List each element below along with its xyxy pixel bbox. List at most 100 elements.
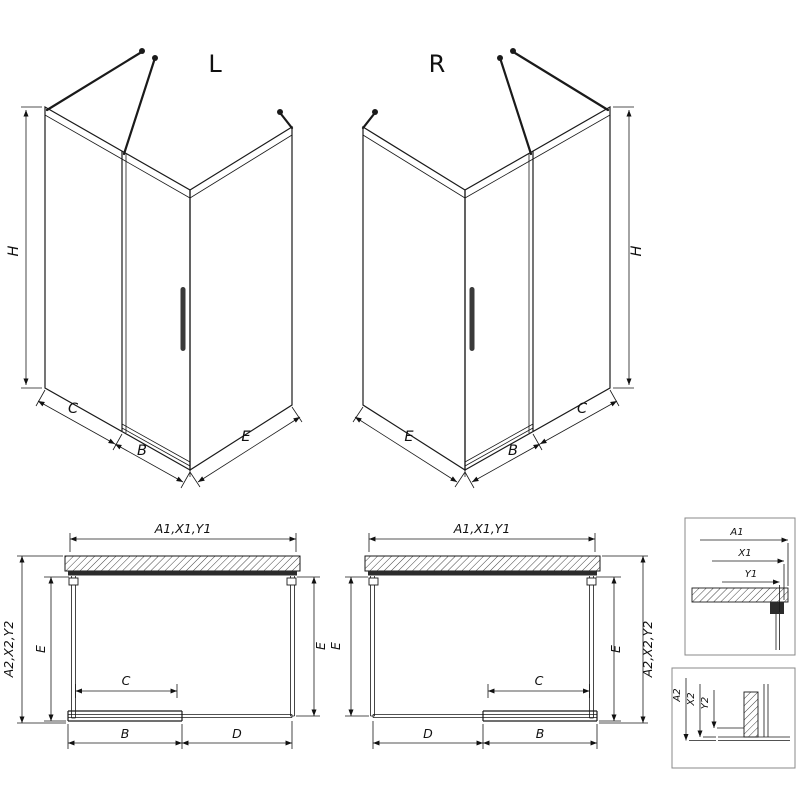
support-bar-right-2 <box>499 59 533 156</box>
dim-label-b: B <box>508 443 518 459</box>
corner-bracket-icon <box>68 577 79 586</box>
dim-label-c: C <box>122 673 131 688</box>
door-handle-left <box>180 287 186 351</box>
dim-label-a2x2y2: A2,X2,Y2 <box>640 621 655 679</box>
a2-extension-lines <box>17 555 66 724</box>
sliding-door-glass <box>68 714 182 718</box>
wall-fitting-icon <box>152 55 158 61</box>
profile-section <box>770 602 784 614</box>
top-profile-strip <box>368 571 597 576</box>
support-bar-left-2 <box>122 59 156 156</box>
a1-extension-lines <box>368 533 596 552</box>
top-profile-strip <box>68 571 297 576</box>
dim-label-e: E <box>404 429 414 445</box>
wall-fitting-icon <box>497 55 503 61</box>
front-panel-left <box>44 105 191 472</box>
dim-label-e-left: E <box>328 642 343 650</box>
wall-fitting-icon <box>277 109 283 115</box>
wall-section-hatched <box>64 555 301 572</box>
dim-label-e-right: E <box>313 642 328 650</box>
wall-fitting-icon <box>510 48 516 54</box>
e-right-extension-lines <box>596 576 621 722</box>
dim-label-b: B <box>121 726 130 741</box>
dim-label-y2: Y2 <box>700 697 711 709</box>
a1-extension-lines <box>69 533 297 552</box>
wall-fitting-icon <box>372 109 378 115</box>
door-bottom-rail-left <box>121 423 191 467</box>
e-left-extension-lines <box>44 576 69 722</box>
c-dimension-line <box>37 400 116 445</box>
iso-view-right: R H C B E <box>352 48 645 489</box>
fixed-front-panel <box>372 714 483 718</box>
dim-label-b: B <box>536 726 545 741</box>
dim-label-x1: X1 <box>737 548 751 559</box>
support-bracket-right <box>361 112 376 130</box>
dim-label-a1: A1 <box>729 527 743 538</box>
dim-label-x2: X2 <box>686 692 697 706</box>
detail-box-bottom: A2 X2 Y2 <box>671 667 796 769</box>
glass-section <box>718 736 790 741</box>
sliding-door-plan <box>67 710 183 722</box>
iso-view-left: L H C B E <box>6 48 303 489</box>
e-dimension-line <box>197 416 301 483</box>
support-bar-left-1 <box>45 51 142 112</box>
door-bottom-rail-right <box>464 423 534 467</box>
dim-label-h: H <box>6 245 22 256</box>
side-panel-left <box>189 125 293 472</box>
front-panel-right <box>464 105 611 472</box>
side-glass-left <box>71 576 76 719</box>
dim-label-d: D <box>423 726 433 741</box>
variant-label-right: R <box>429 50 446 78</box>
bd-extension-lines <box>67 721 293 749</box>
dim-label-a1x1y1: A1,X1,Y1 <box>453 521 511 536</box>
wall-section-hatched <box>364 555 601 572</box>
bd-extension-lines <box>372 721 598 749</box>
dim-label-a2: A2 <box>672 688 683 702</box>
support-bracket-left <box>279 112 294 130</box>
sliding-door-plan <box>482 710 598 722</box>
side-glass-left <box>370 576 375 717</box>
glass-section <box>775 614 780 650</box>
bottom-extension-lines <box>35 389 303 489</box>
sliding-door-glass <box>483 714 597 718</box>
dim-label-d: D <box>232 726 242 741</box>
dim-label-c: C <box>68 401 79 417</box>
dim-label-a2x2y2: A2,X2,Y2 <box>1 621 16 679</box>
side-panel-right <box>362 125 466 472</box>
h-extension-lines <box>613 106 634 389</box>
wall-profile-lines <box>763 684 769 737</box>
dim-label-c: C <box>535 673 544 688</box>
b-dimension-line <box>114 443 184 483</box>
dim-label-e-right: E <box>608 645 623 653</box>
side-glass-right <box>589 576 594 719</box>
dim-label-e: E <box>241 429 251 445</box>
corner-bracket-icon <box>586 577 597 586</box>
dim-label-c: C <box>577 401 588 417</box>
dim-label-b: B <box>137 443 147 459</box>
dim-label-y1: Y1 <box>745 569 757 580</box>
dim-label-h: H <box>629 245 645 256</box>
a2-extension-lines <box>599 555 648 724</box>
top-rail-left <box>44 114 293 199</box>
support-bar-right-1 <box>513 51 610 112</box>
wall-section-hatched <box>691 587 789 603</box>
wall-fitting-icon <box>139 48 145 54</box>
door-handle-right <box>469 287 475 351</box>
top-rail-right <box>362 114 611 199</box>
h-extension-lines <box>21 106 42 389</box>
e-dimension-line <box>354 416 458 483</box>
c-dimension-line <box>539 400 618 445</box>
b-dimension-line <box>471 443 541 483</box>
corner-bracket-icon <box>286 577 297 586</box>
variant-label-left: L <box>208 50 222 78</box>
plan-view-left: A1,X1,Y1 E E A2,X2,Y2 C B D <box>1 521 328 749</box>
dim-label-a1x1y1: A1,X1,Y1 <box>154 521 212 536</box>
corner-bracket-icon <box>368 577 379 586</box>
fixed-front-panel <box>182 714 293 718</box>
e-left-extension-lines <box>345 576 369 717</box>
dim-label-e-left: E <box>33 645 48 653</box>
detail-frame <box>684 517 796 656</box>
plan-view-right: A1,X1,Y1 E E A2,X2,Y2 C D B <box>328 521 655 749</box>
side-glass-right <box>290 576 295 717</box>
